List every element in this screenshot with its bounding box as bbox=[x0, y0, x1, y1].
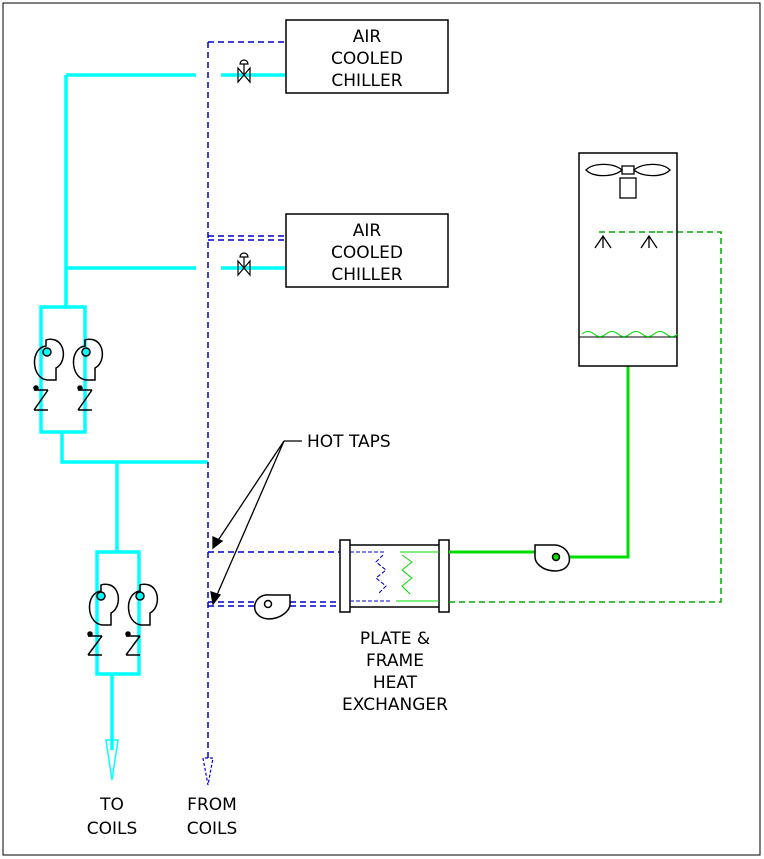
tower-casing bbox=[578, 152, 678, 367]
tower-fan-hub bbox=[621, 165, 635, 175]
condenser-water-piping bbox=[449, 231, 722, 603]
to-coils-label-line2: COILS bbox=[87, 819, 138, 839]
chiller-1-line2: COOLED bbox=[331, 49, 403, 69]
from-coils-label-line2: COILS bbox=[187, 819, 238, 839]
valve-chiller-2 bbox=[237, 252, 251, 277]
primary-pump-1 bbox=[33, 338, 65, 381]
heat-exchanger: PLATE & FRAME HEAT EXCHANGER bbox=[339, 539, 450, 715]
condenser-return-line bbox=[449, 231, 722, 603]
tower-fan-motor bbox=[619, 177, 637, 199]
to-coils-arrow bbox=[105, 739, 119, 781]
hx-label-line1: PLATE & bbox=[360, 629, 430, 649]
secondary-pump-2 bbox=[127, 583, 159, 626]
hx-condenser-passage bbox=[396, 551, 439, 602]
secondary-check-valve-1 bbox=[87, 631, 103, 656]
spray-nozzle-1 bbox=[594, 234, 612, 249]
secondary-check-valve-2 bbox=[125, 631, 141, 656]
condenser-pump bbox=[534, 544, 571, 572]
hx-label-line2: FRAME bbox=[366, 651, 424, 671]
return-water-piping bbox=[207, 41, 340, 758]
hx-label-line3: HEAT bbox=[373, 673, 418, 693]
heat-exchanger-pump bbox=[254, 594, 291, 620]
chiller-1-line1: AIR bbox=[353, 27, 382, 47]
basin-water-level bbox=[581, 331, 679, 337]
chiller-2-line1: AIR bbox=[353, 221, 382, 241]
tower-supply-line bbox=[570, 366, 630, 559]
secondary-pump-1 bbox=[88, 583, 120, 626]
chiller-1-line3: CHILLER bbox=[331, 71, 402, 91]
valve-chiller-1 bbox=[237, 59, 251, 84]
hx-end-plate-left bbox=[339, 539, 351, 613]
spray-nozzle-2 bbox=[640, 234, 658, 249]
hx-label-line4: EXCHANGER bbox=[342, 695, 448, 715]
primary-pump-2 bbox=[72, 338, 104, 381]
chiller-2-line3: CHILLER bbox=[331, 265, 402, 285]
chiller-1: AIR COOLED CHILLER bbox=[285, 19, 449, 94]
hot-tap-arrows bbox=[210, 440, 302, 606]
primary-check-valve-1 bbox=[33, 385, 49, 411]
tower-fan-blade-right bbox=[633, 163, 671, 177]
chiller-2-line2: COOLED bbox=[331, 243, 403, 263]
from-coils-label-line1: FROM bbox=[187, 795, 237, 815]
chiller-2: AIR COOLED CHILLER bbox=[285, 213, 449, 288]
chilled-water-piping bbox=[39, 73, 286, 750]
cooling-tower bbox=[578, 152, 679, 367]
hot-taps-label: HOT TAPS bbox=[307, 432, 391, 452]
tower-fan-blade-left bbox=[585, 163, 623, 177]
hx-end-plate-right bbox=[438, 539, 450, 613]
primary-check-valve-2 bbox=[77, 385, 93, 411]
primary-discharge-line bbox=[60, 432, 208, 464]
hx-return-passage bbox=[350, 551, 390, 602]
primary-pump-loop bbox=[39, 305, 87, 434]
to-coils-label-line1: TO bbox=[99, 795, 124, 815]
from-coils-arrow bbox=[202, 757, 214, 786]
secondary-pump-loop bbox=[95, 550, 141, 676]
